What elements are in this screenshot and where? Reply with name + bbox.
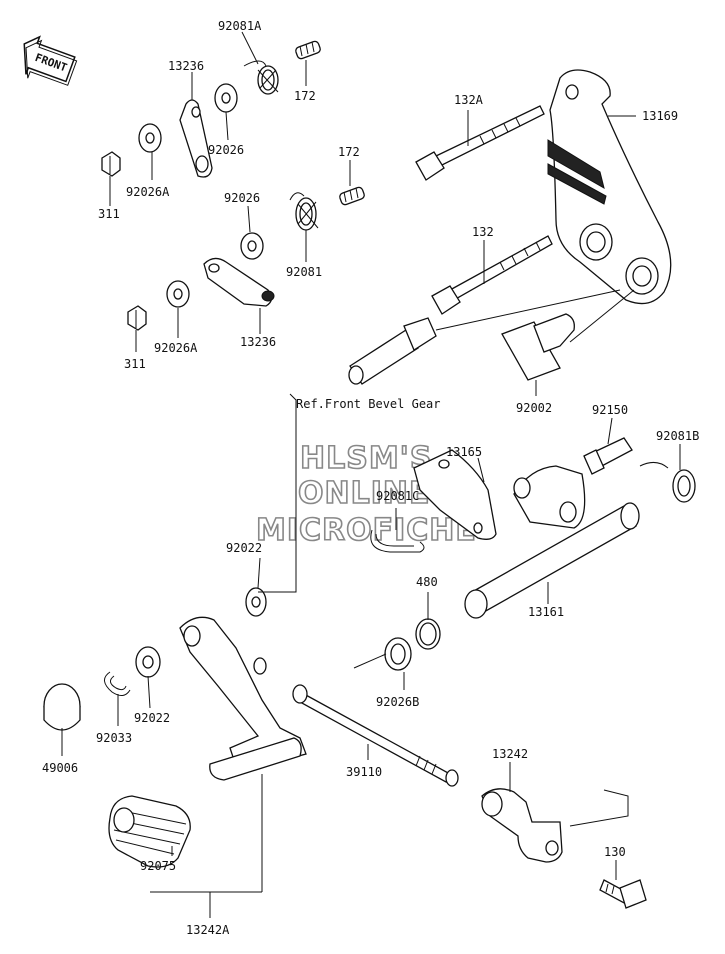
label-92026-middle: 92026 (224, 191, 260, 205)
link-13236-lower (203, 257, 275, 307)
clip-92081C (370, 529, 425, 553)
label-ref-front-bevel-gear: Ref.Front Bevel Gear (296, 397, 441, 411)
spring-92081B (639, 462, 696, 503)
e-clip-92033 (104, 671, 131, 696)
label-13165: 13165 (446, 445, 482, 459)
washer-92022-upper (245, 587, 267, 617)
label-13236-upper: 13236 (168, 59, 204, 73)
label-92002: 92002 (516, 401, 552, 415)
label-92026A-upper: 92026A (126, 185, 170, 199)
cap-49006 (43, 683, 81, 731)
label-311-lower: 311 (124, 357, 146, 371)
bolt-92150 (583, 437, 633, 475)
label-13242: 13242 (492, 747, 528, 761)
label-311-upper: 311 (98, 207, 120, 221)
washer-92026B (384, 637, 412, 671)
label-92081B: 92081B (656, 429, 699, 443)
washer-92026A-upper (138, 123, 162, 153)
pivot-bolt-92002 (501, 313, 575, 381)
washer-92026-upper (214, 83, 238, 113)
nut-311-lower (127, 305, 147, 331)
label-92081C: 92081C (376, 489, 419, 503)
shaft-front-bevel-gear (348, 317, 437, 385)
watermark: HLSM'S ONLINE MICROFICHE (255, 440, 477, 549)
tie-rod-39110 (292, 684, 459, 787)
label-92081A: 92081A (218, 19, 262, 33)
label-92033: 92033 (96, 731, 132, 745)
label-13169: 13169 (642, 109, 678, 123)
label-92022-lower: 92022 (134, 711, 170, 725)
spring-92081 (289, 192, 319, 231)
leader-lines (61, 31, 681, 918)
label-132A: 132A (454, 93, 484, 107)
watermark-line-1: HLSM'S (300, 441, 432, 476)
part-labels: 92081A 13236 172 92026 92026A 311 172 92… (42, 19, 699, 937)
label-480: 480 (416, 575, 438, 589)
shift-lever-13242A (179, 616, 307, 781)
link-13236-upper (179, 99, 213, 178)
bolt-130 (599, 879, 647, 909)
label-132: 132 (472, 225, 494, 239)
bolt-132 (431, 235, 553, 315)
label-92026A-lower: 92026A (154, 341, 198, 355)
label-49006: 49006 (42, 761, 78, 775)
circlip-480 (415, 618, 441, 650)
label-130: 130 (604, 845, 626, 859)
bracket-13169 (547, 69, 672, 305)
watermark-line-2: ONLINE (298, 476, 431, 511)
nut-311-upper (101, 151, 121, 177)
rubber-pedal-92075 (108, 795, 191, 868)
watermark-line-3: MICROFICHE (256, 513, 477, 548)
label-92026B: 92026B (376, 695, 419, 709)
label-92150: 92150 (592, 403, 628, 417)
label-172-upper: 172 (294, 89, 316, 103)
shift-shaft-13161 (464, 465, 640, 619)
label-39110: 39110 (346, 765, 382, 779)
label-92026-upper: 92026 (208, 143, 244, 157)
label-92075: 92075 (140, 859, 176, 873)
label-92022-upper: 92022 (226, 541, 262, 555)
lever-13242 (481, 788, 563, 863)
label-92081: 92081 (286, 265, 322, 279)
label-13242A: 13242A (186, 923, 230, 937)
pin-172-lower (339, 186, 365, 206)
washer-92026-middle (240, 232, 264, 260)
pin-172-upper (295, 40, 321, 60)
bolt-132A (415, 105, 545, 181)
label-172-lower: 172 (338, 145, 360, 159)
label-13161: 13161 (528, 605, 564, 619)
plate-13165 (413, 449, 497, 540)
washer-92022-lower (135, 646, 161, 678)
spring-92081A (243, 60, 279, 95)
label-13236-lower: 13236 (240, 335, 276, 349)
front-arrow-icon: FRONT (23, 35, 78, 86)
washer-92026A-lower (166, 280, 190, 308)
